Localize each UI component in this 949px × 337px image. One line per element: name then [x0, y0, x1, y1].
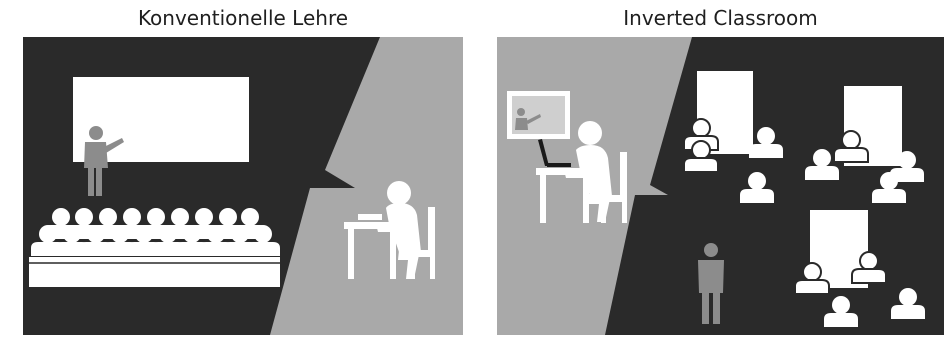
inverted-panel [497, 37, 944, 335]
video-screen [507, 91, 570, 139]
lecture-bench [29, 257, 280, 287]
audience [31, 208, 280, 256]
conventional-panel [23, 37, 463, 335]
